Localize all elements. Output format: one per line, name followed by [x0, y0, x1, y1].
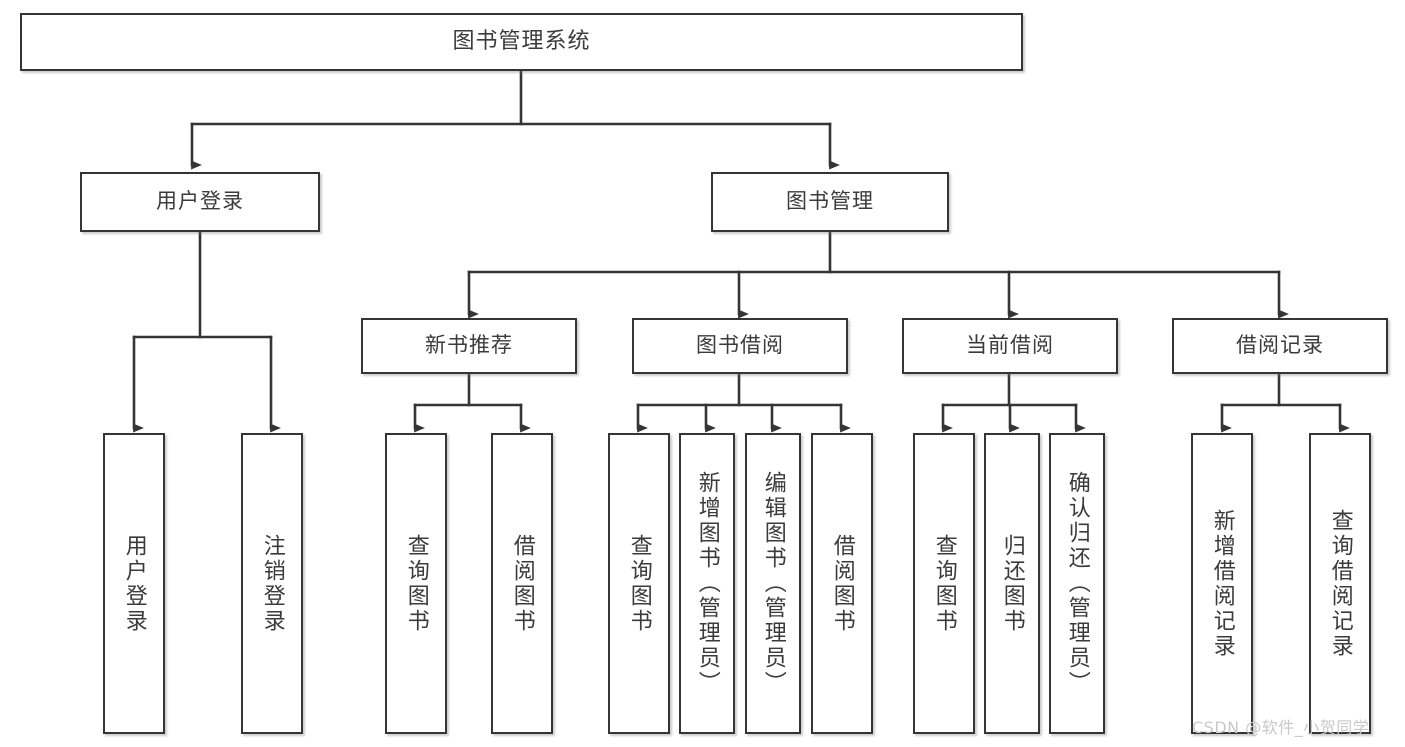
leaf-borrow-record-add[interactable]: 新增借阅记录	[1191, 433, 1253, 734]
node-root-book-management-system[interactable]: 图书管理系统	[20, 13, 1023, 71]
node-user-login[interactable]: 用户登录	[80, 172, 320, 232]
node-label: 编辑图书（管理员）	[760, 471, 786, 696]
node-label: 用户登录	[121, 533, 147, 634]
leaf-current-borrow-return[interactable]: 归还图书	[984, 433, 1040, 734]
node-label: 图书管理系统	[452, 28, 591, 54]
node-book-management[interactable]: 图书管理	[711, 172, 949, 232]
leaf-new-book-query[interactable]: 查询图书	[385, 433, 447, 734]
node-label: 查询借阅记录	[1327, 508, 1353, 659]
node-label: 归还图书	[999, 533, 1025, 634]
node-label: 借阅图书	[509, 533, 535, 634]
leaf-current-borrow-query[interactable]: 查询图书	[913, 433, 975, 734]
node-new-book-recommend[interactable]: 新书推荐	[361, 318, 577, 374]
leaf-user-login-signout[interactable]: 注销登录	[241, 433, 303, 734]
leaf-user-login-signin[interactable]: 用户登录	[103, 433, 165, 734]
node-book-borrow[interactable]: 图书借阅	[632, 318, 848, 374]
node-label: 查询图书	[626, 533, 652, 634]
node-current-borrow[interactable]: 当前借阅	[902, 318, 1118, 374]
leaf-book-borrow-query[interactable]: 查询图书	[608, 433, 670, 734]
node-label: 查询图书	[931, 533, 957, 634]
node-label: 新增借阅记录	[1209, 508, 1235, 659]
leaf-book-borrow-borrow[interactable]: 借阅图书	[811, 433, 873, 734]
node-label: 当前借阅	[966, 333, 1054, 358]
leaf-book-borrow-add-admin[interactable]: 新增图书（管理员）	[679, 433, 735, 734]
node-label: 查询图书	[403, 533, 429, 634]
node-label: 确认归还（管理员）	[1064, 471, 1090, 696]
node-label: 新书推荐	[425, 333, 513, 358]
node-label: 用户登录	[156, 189, 244, 214]
node-label: 借阅记录	[1236, 333, 1324, 358]
node-label: 图书借阅	[696, 333, 784, 358]
leaf-current-borrow-confirm-admin[interactable]: 确认归还（管理员）	[1049, 433, 1105, 734]
csdn-watermark: CSDN @软件_小贺同学	[1192, 718, 1370, 737]
node-label: 图书管理	[786, 189, 874, 214]
node-label: 借阅图书	[829, 533, 855, 634]
node-borrow-record[interactable]: 借阅记录	[1172, 318, 1388, 374]
node-label: 注销登录	[259, 533, 285, 634]
leaf-borrow-record-query[interactable]: 查询借阅记录	[1309, 433, 1371, 734]
leaf-book-borrow-edit-admin[interactable]: 编辑图书（管理员）	[745, 433, 801, 734]
node-label: 新增图书（管理员）	[694, 471, 720, 696]
leaf-new-book-borrow[interactable]: 借阅图书	[491, 433, 553, 734]
